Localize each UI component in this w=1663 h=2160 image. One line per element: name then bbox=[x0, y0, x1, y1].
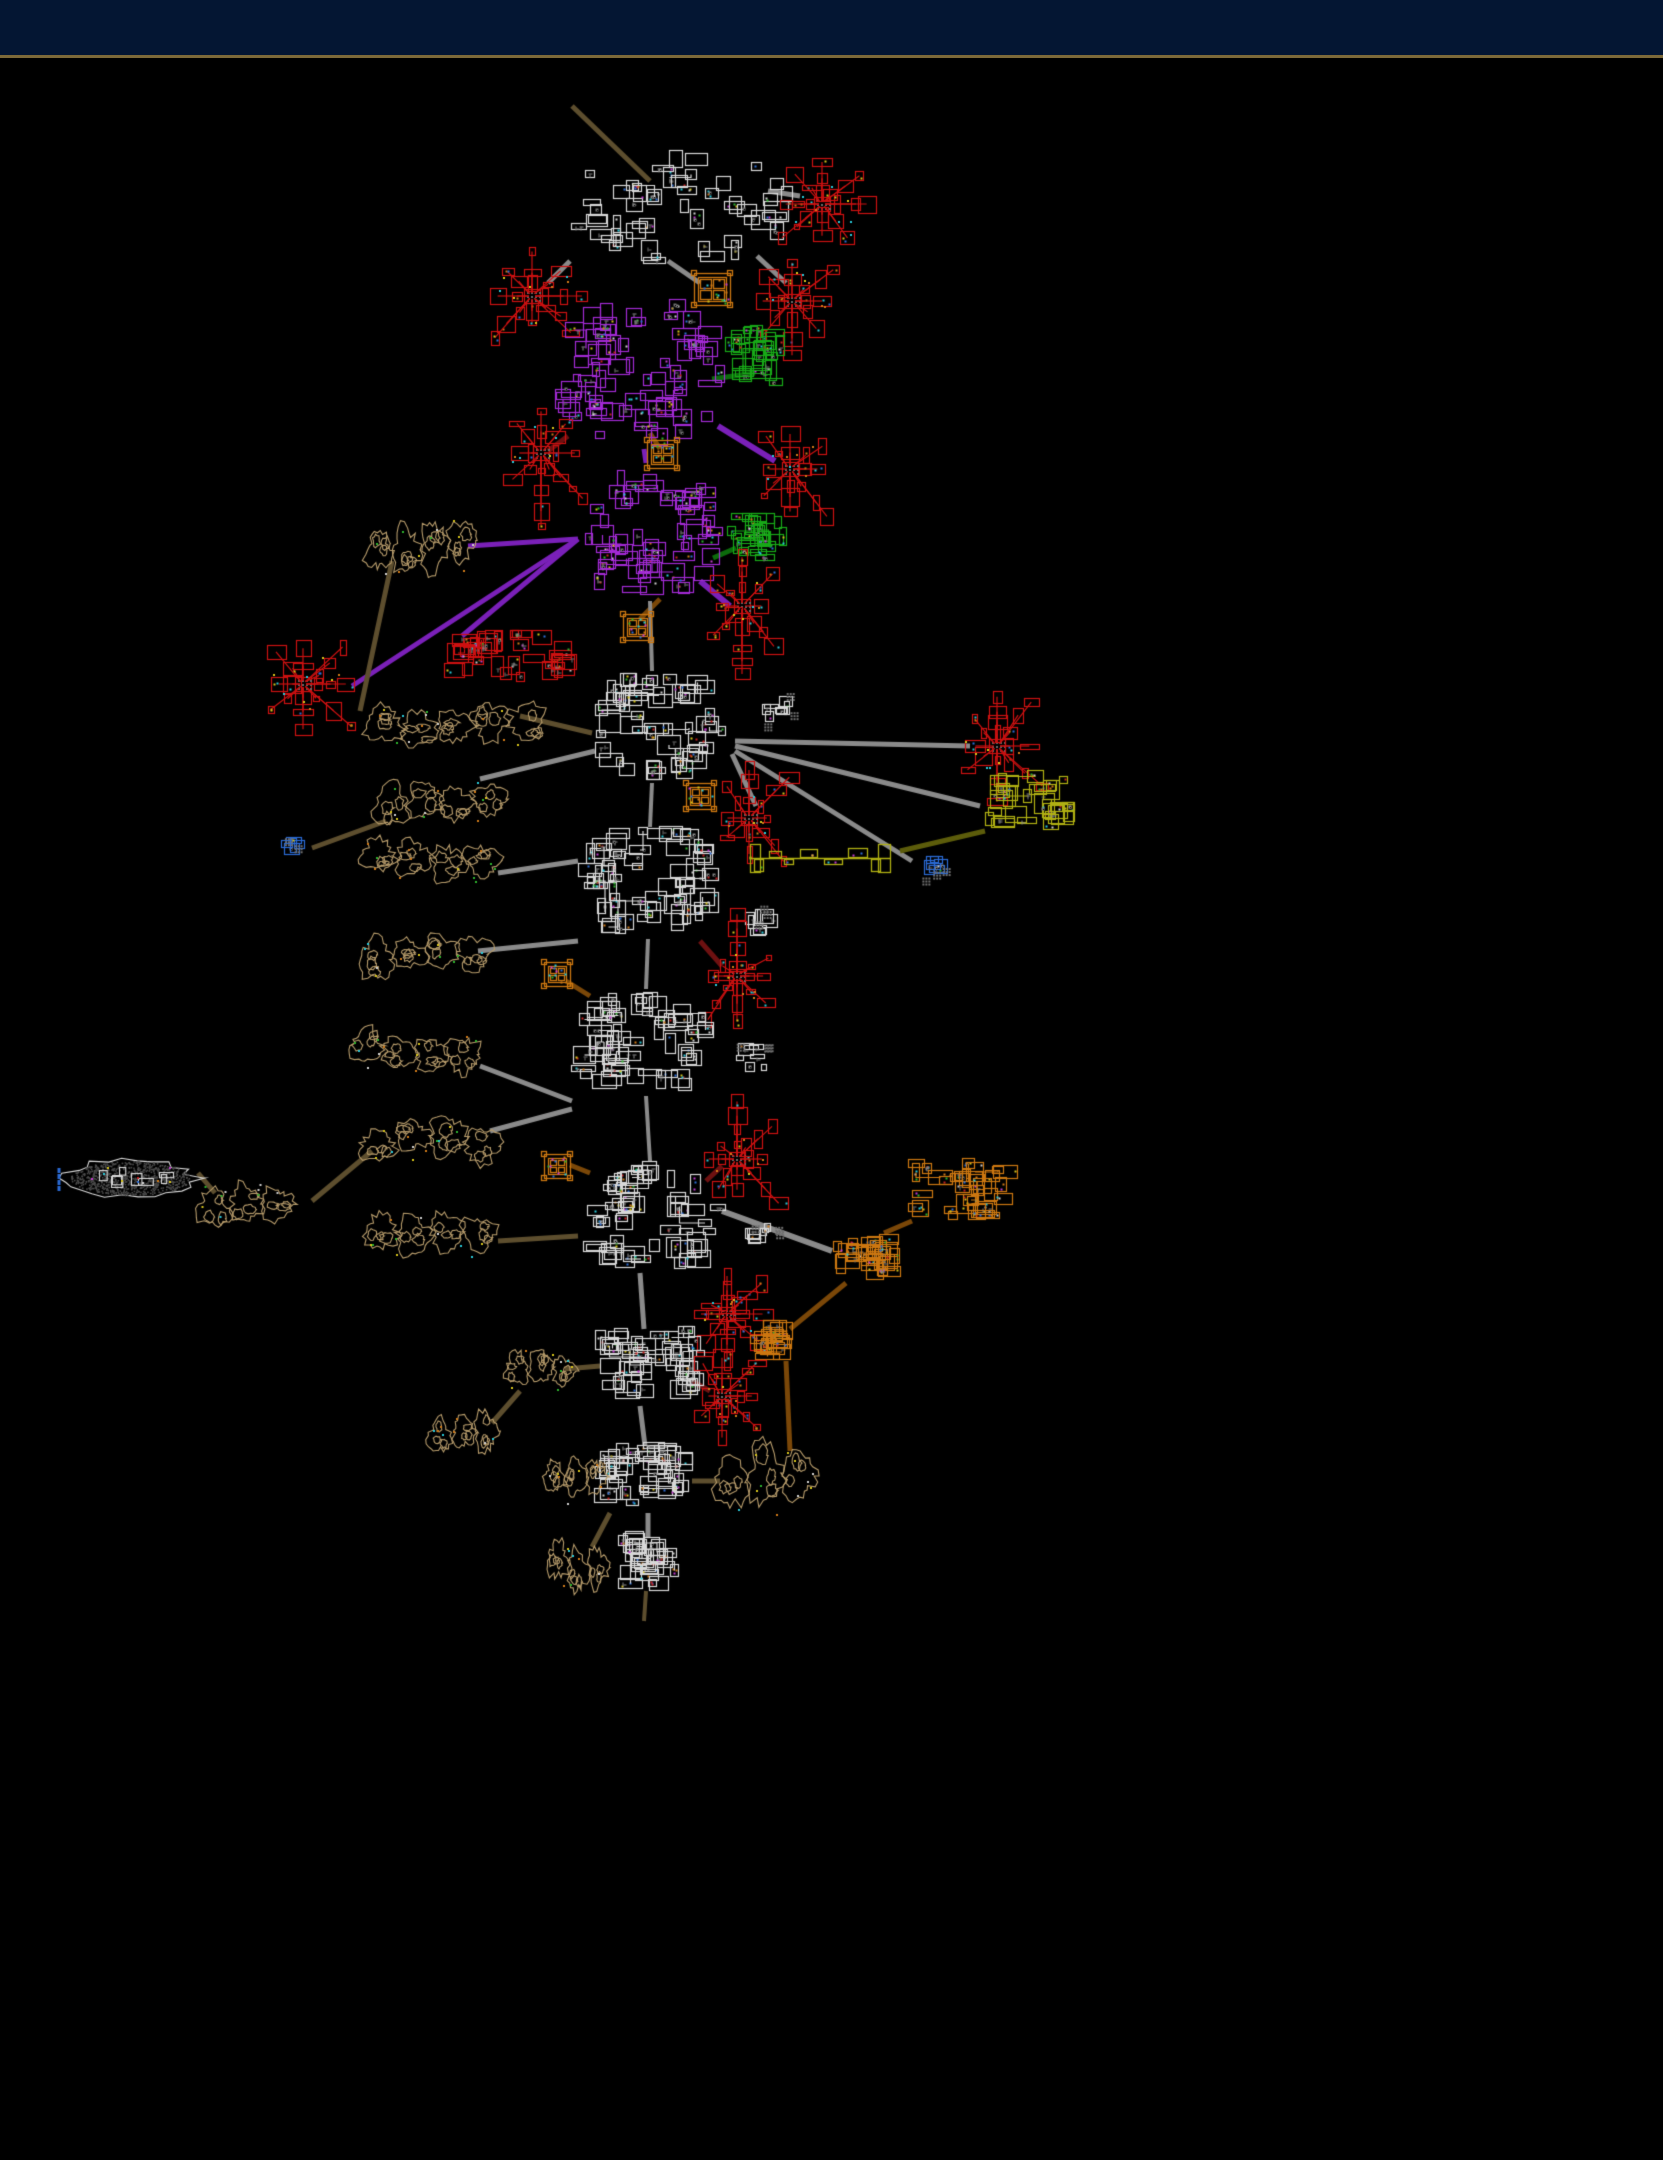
world-map-canvas[interactable] bbox=[0, 61, 1663, 2160]
map-viewport[interactable] bbox=[0, 61, 1663, 2160]
window-title-bar bbox=[0, 0, 1663, 58]
